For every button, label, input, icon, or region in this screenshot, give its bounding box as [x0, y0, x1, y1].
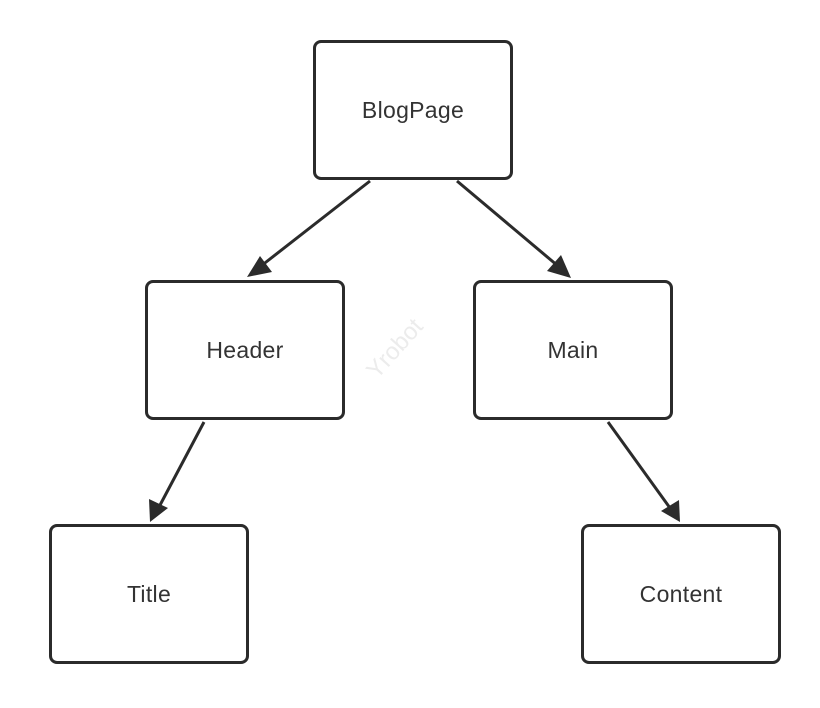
arrow-title-icon: [149, 499, 168, 522]
arrow-content-icon: [661, 500, 680, 522]
edge-blogpage-main: [456, 179, 559, 268]
node-main: Main: [473, 280, 673, 420]
node-title-label: Title: [126, 580, 172, 607]
arrow-main-icon: [547, 255, 571, 278]
node-blogpage: BlogPage: [313, 40, 513, 180]
edge-header-title: [157, 421, 206, 508]
edge-main-content: [606, 421, 672, 509]
node-main-label: Main: [547, 336, 599, 363]
node-blogpage-label: BlogPage: [361, 96, 465, 123]
node-header-label: Header: [206, 336, 284, 363]
edge-blogpage-header: [260, 179, 371, 268]
node-content: Content: [581, 524, 781, 664]
node-title: Title: [49, 524, 249, 664]
node-content-label: Content: [639, 580, 723, 607]
arrow-header-icon: [247, 256, 272, 277]
node-header: Header: [145, 280, 345, 420]
